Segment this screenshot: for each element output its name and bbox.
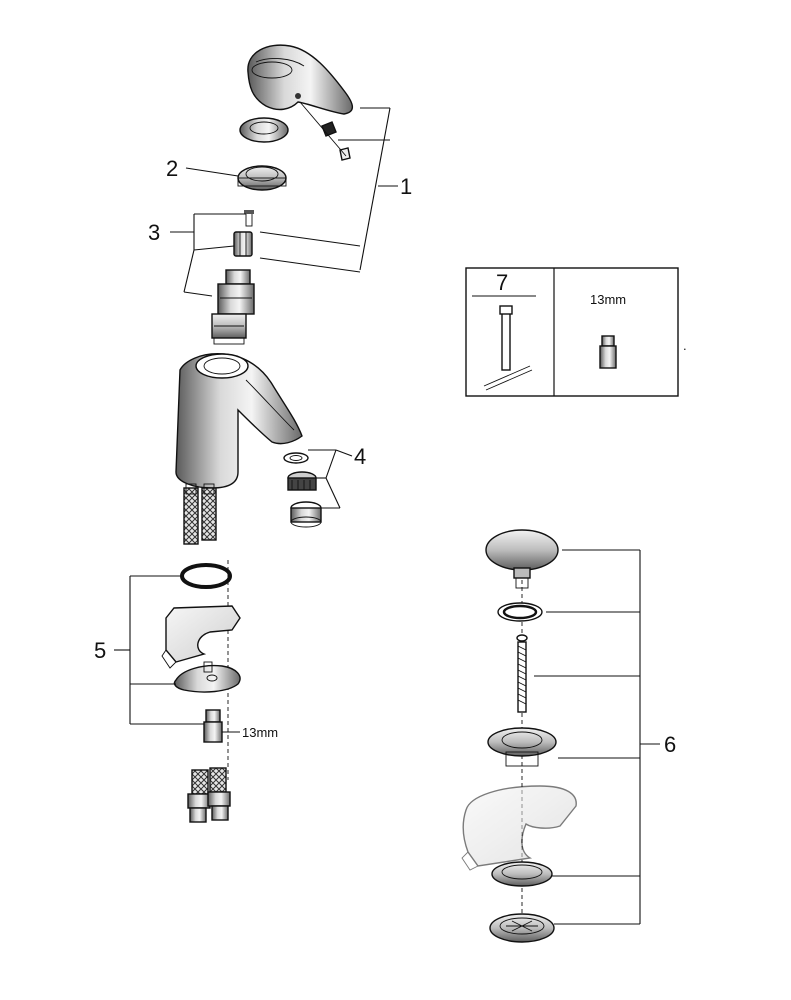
threaded-stud — [203, 709, 223, 743]
callout-4: 4 — [354, 444, 366, 469]
callout-3: 3 — [148, 220, 160, 245]
supply-hoses — [183, 483, 217, 545]
fixing-plate — [173, 661, 241, 693]
cartridge-adapter — [233, 231, 253, 257]
leader-2 — [185, 167, 239, 177]
nipple-13mm — [599, 335, 617, 369]
stray-dot: . — [683, 338, 687, 353]
stud-size-label: 13mm — [242, 725, 278, 740]
dome-nut — [237, 165, 287, 191]
cartridge — [211, 269, 255, 345]
base-o-ring — [180, 563, 232, 589]
countertop-section — [161, 605, 241, 669]
leader-group-4 — [308, 449, 353, 509]
waste-flange — [487, 727, 557, 767]
leader-group-3 — [170, 213, 246, 297]
lever-handle — [247, 44, 354, 115]
cartridge-screw — [244, 210, 254, 227]
allen-key-tool — [483, 305, 533, 391]
callout-7: 7 — [496, 270, 508, 295]
aerator-washer — [283, 452, 309, 464]
popup-plug — [485, 529, 559, 589]
callout-5: 5 — [94, 638, 106, 663]
plug-seal-ring — [497, 602, 543, 622]
leader-group-6 — [534, 549, 660, 925]
callout-2: 2 — [166, 156, 178, 181]
aerator-housing — [290, 501, 322, 528]
grub-screw — [299, 101, 351, 161]
callout-1: 1 — [400, 174, 412, 199]
waste-nut — [489, 913, 555, 943]
waste-rod — [516, 634, 528, 713]
cap-ring — [239, 117, 289, 143]
tap-body — [175, 353, 303, 489]
aerator-insert — [287, 471, 317, 491]
leader-group-1 — [259, 107, 398, 273]
washer-ring — [491, 861, 553, 887]
hose-fittings — [187, 767, 231, 823]
callout-6: 6 — [664, 732, 676, 757]
leader-group-5 — [114, 575, 240, 733]
basin-section — [461, 785, 577, 871]
tool-size-label: 13mm — [590, 292, 626, 307]
